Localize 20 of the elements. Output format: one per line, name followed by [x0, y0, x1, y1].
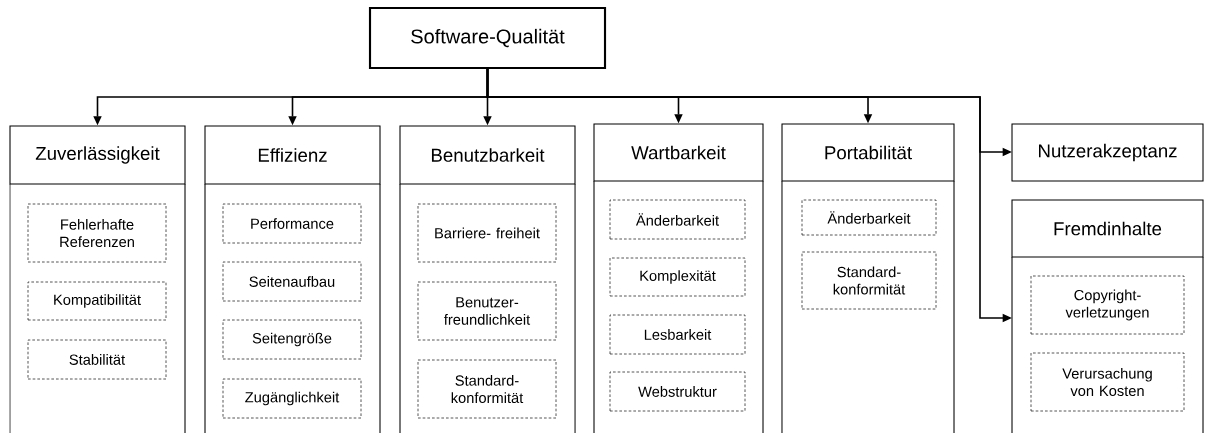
category-box: Nutzerakzeptanz: [1011, 123, 1204, 182]
criterion-box: Standard- konformität: [801, 251, 937, 310]
criterion-box: Performance: [222, 203, 362, 244]
criterion-box: Fehlerhafte Referenzen: [27, 203, 167, 263]
criterion-box: Komplexität: [609, 257, 746, 297]
criterion-box: Kompatibilität: [27, 281, 167, 321]
criterion-box: Barriere- freiheit: [417, 203, 557, 263]
criterion-box: Seitengröße: [222, 319, 362, 360]
criterion-box: Copyright- verletzungen: [1030, 275, 1185, 335]
criterion-box: Benutzer- freundlichkeit: [417, 281, 557, 341]
criterion-box: Verursachung von Kosten: [1030, 352, 1185, 412]
criterion-box: Änderbarkeit: [609, 199, 746, 240]
criterion-box: Zugänglichkeit: [222, 378, 362, 419]
criterion-box: Webstruktur: [609, 371, 746, 412]
criterion-box: Lesbarkeit: [609, 314, 746, 355]
criterion-box: Standard- konformität: [417, 359, 557, 419]
criterion-box: Stabilität: [27, 339, 167, 380]
criterion-box: Änderbarkeit: [801, 199, 937, 236]
criterion-box: Seitenaufbau: [222, 261, 362, 302]
category-box: Software-Qualität: [368, 6, 607, 70]
